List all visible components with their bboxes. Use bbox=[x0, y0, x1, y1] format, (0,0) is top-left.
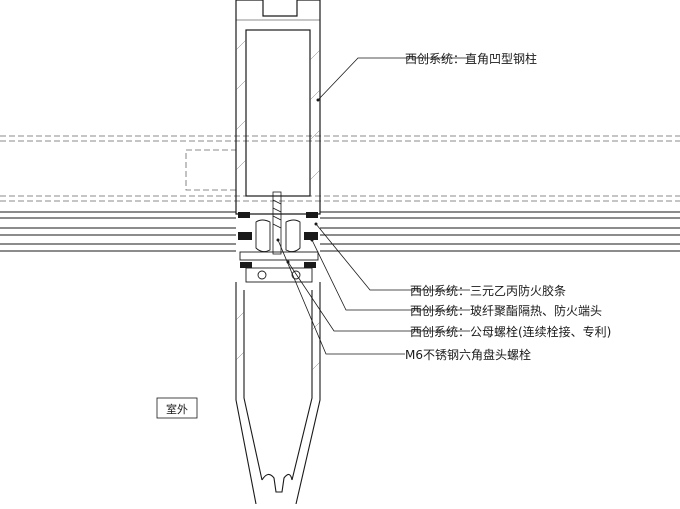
callout-hex-bolt: M6不锈钢六角盘头螺栓 bbox=[405, 347, 531, 362]
steel-column-profile bbox=[235, 0, 321, 215]
pressure-plate bbox=[239, 219, 319, 283]
epdm-gaskets bbox=[238, 212, 318, 268]
leader-lines bbox=[277, 57, 470, 355]
callout-fiber-insulation: 西创系统：玻纤聚酯隔热、防火端头 bbox=[410, 303, 602, 318]
callout-male-female-bolt: 西创系统：公母螺栓(连续栓接、专利) bbox=[410, 324, 611, 339]
column-hatch bbox=[235, 39, 321, 181]
callout-epdm-strip: 西创系统：三元乙丙防火胶条 bbox=[410, 283, 566, 298]
exterior-stamp: 室外 bbox=[156, 397, 198, 419]
dashed-glass-panel bbox=[0, 135, 680, 202]
glazing-layers bbox=[0, 211, 680, 252]
cover-cap bbox=[235, 282, 321, 505]
stamp-label: 室外 bbox=[166, 402, 188, 416]
callout-steel-column: 西创系统：直角凹型钢柱 bbox=[405, 51, 537, 66]
leader-dots bbox=[276, 98, 320, 264]
hex-bolt-shape bbox=[272, 191, 282, 255]
cover-hatch bbox=[235, 311, 321, 371]
